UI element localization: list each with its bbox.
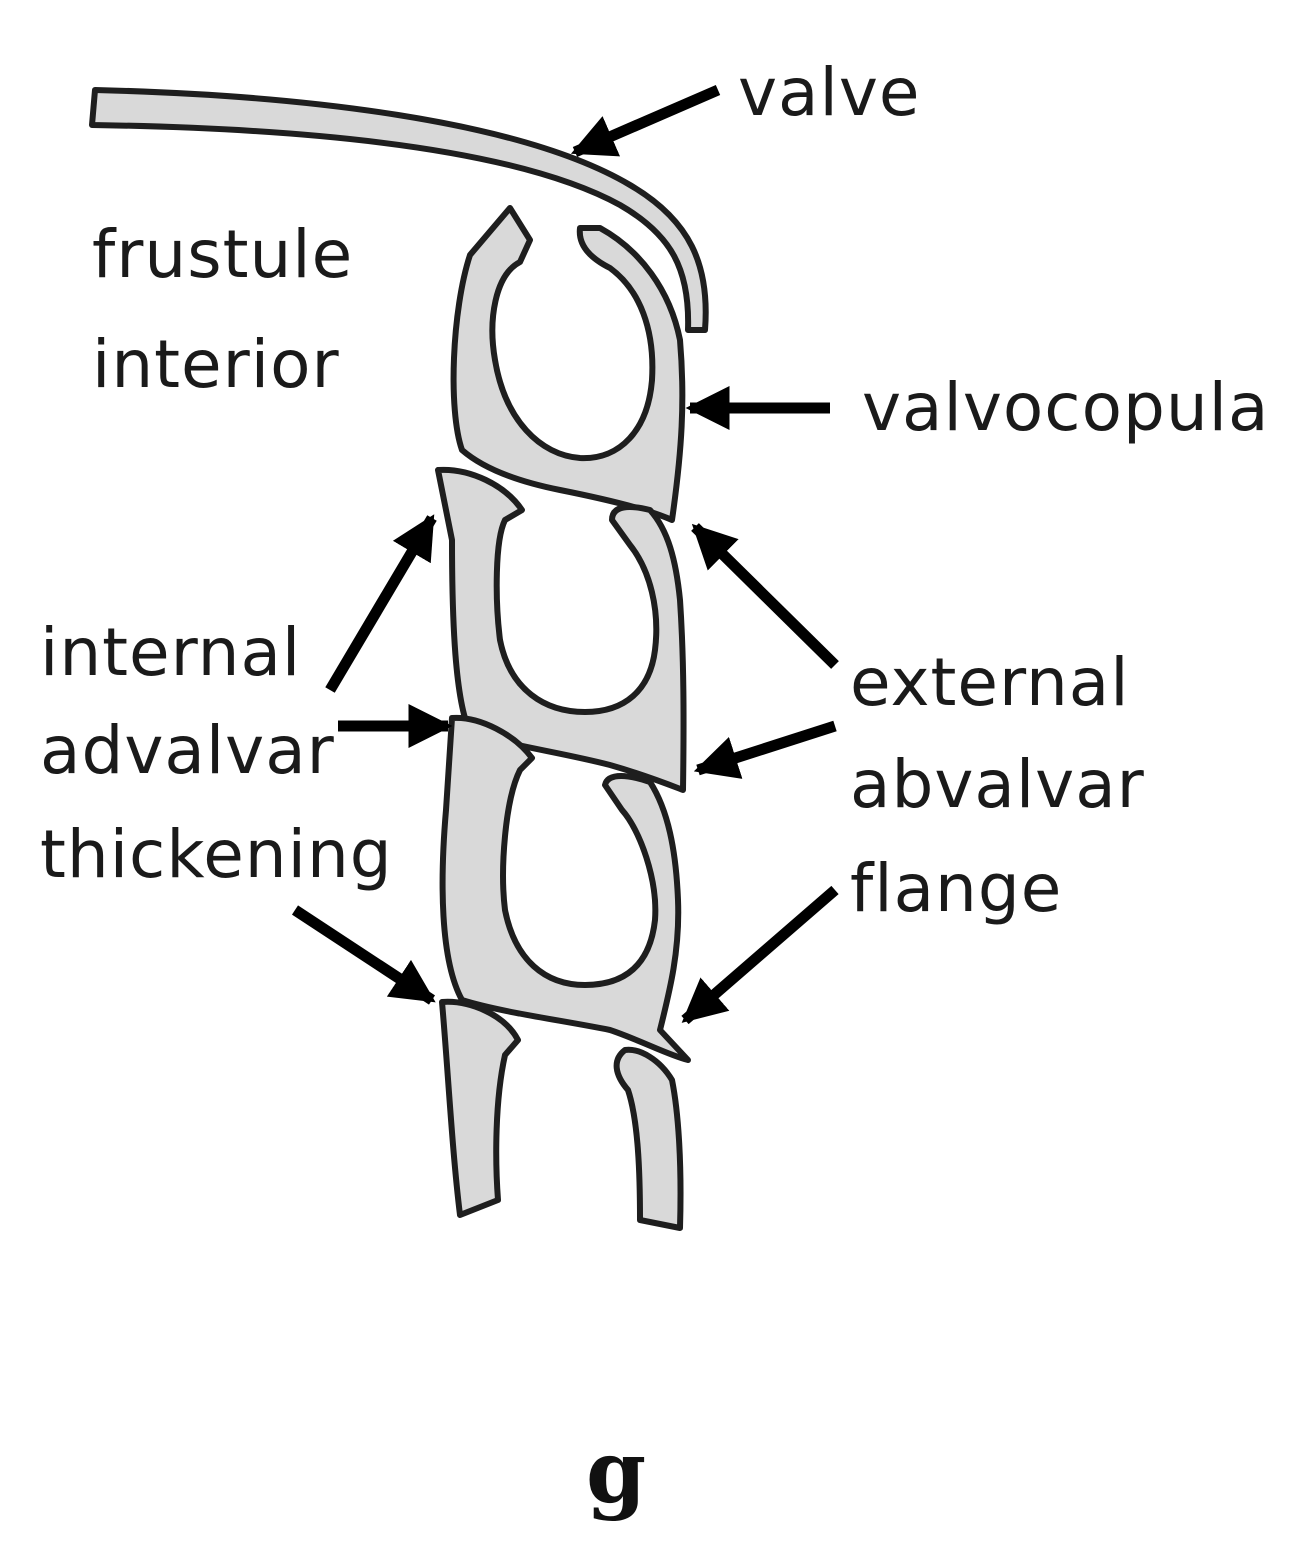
valve-sheet (89, 87, 709, 333)
valvocopula-band (450, 205, 686, 523)
arrow-valve (570, 84, 721, 158)
label-valvocopula: valvocopula (862, 369, 1270, 446)
label-interior: interior (92, 326, 340, 403)
panel-letter: g (586, 1422, 647, 1523)
arrow-external-upper (691, 523, 839, 669)
label-abvalvar: abvalvar (850, 746, 1145, 823)
lower-band-right (613, 1046, 684, 1231)
label-thickening: thickening (40, 816, 393, 893)
label-internal: internal (40, 614, 302, 691)
copula-band-2 (435, 466, 687, 793)
label-flange: flange (850, 850, 1063, 927)
arrow-internal-upper (325, 514, 437, 693)
lower-band-left (439, 998, 521, 1218)
arrow-internal-lower (291, 905, 436, 1005)
label-valve: valve (738, 54, 921, 131)
label-advalvar: advalvar (40, 712, 335, 789)
label-external: external (850, 644, 1130, 721)
arrow-external-lower (681, 885, 839, 1025)
copula-band-3 (439, 714, 691, 1063)
label-frustule: frustule (92, 216, 354, 293)
arrow-external-middle (693, 720, 837, 779)
